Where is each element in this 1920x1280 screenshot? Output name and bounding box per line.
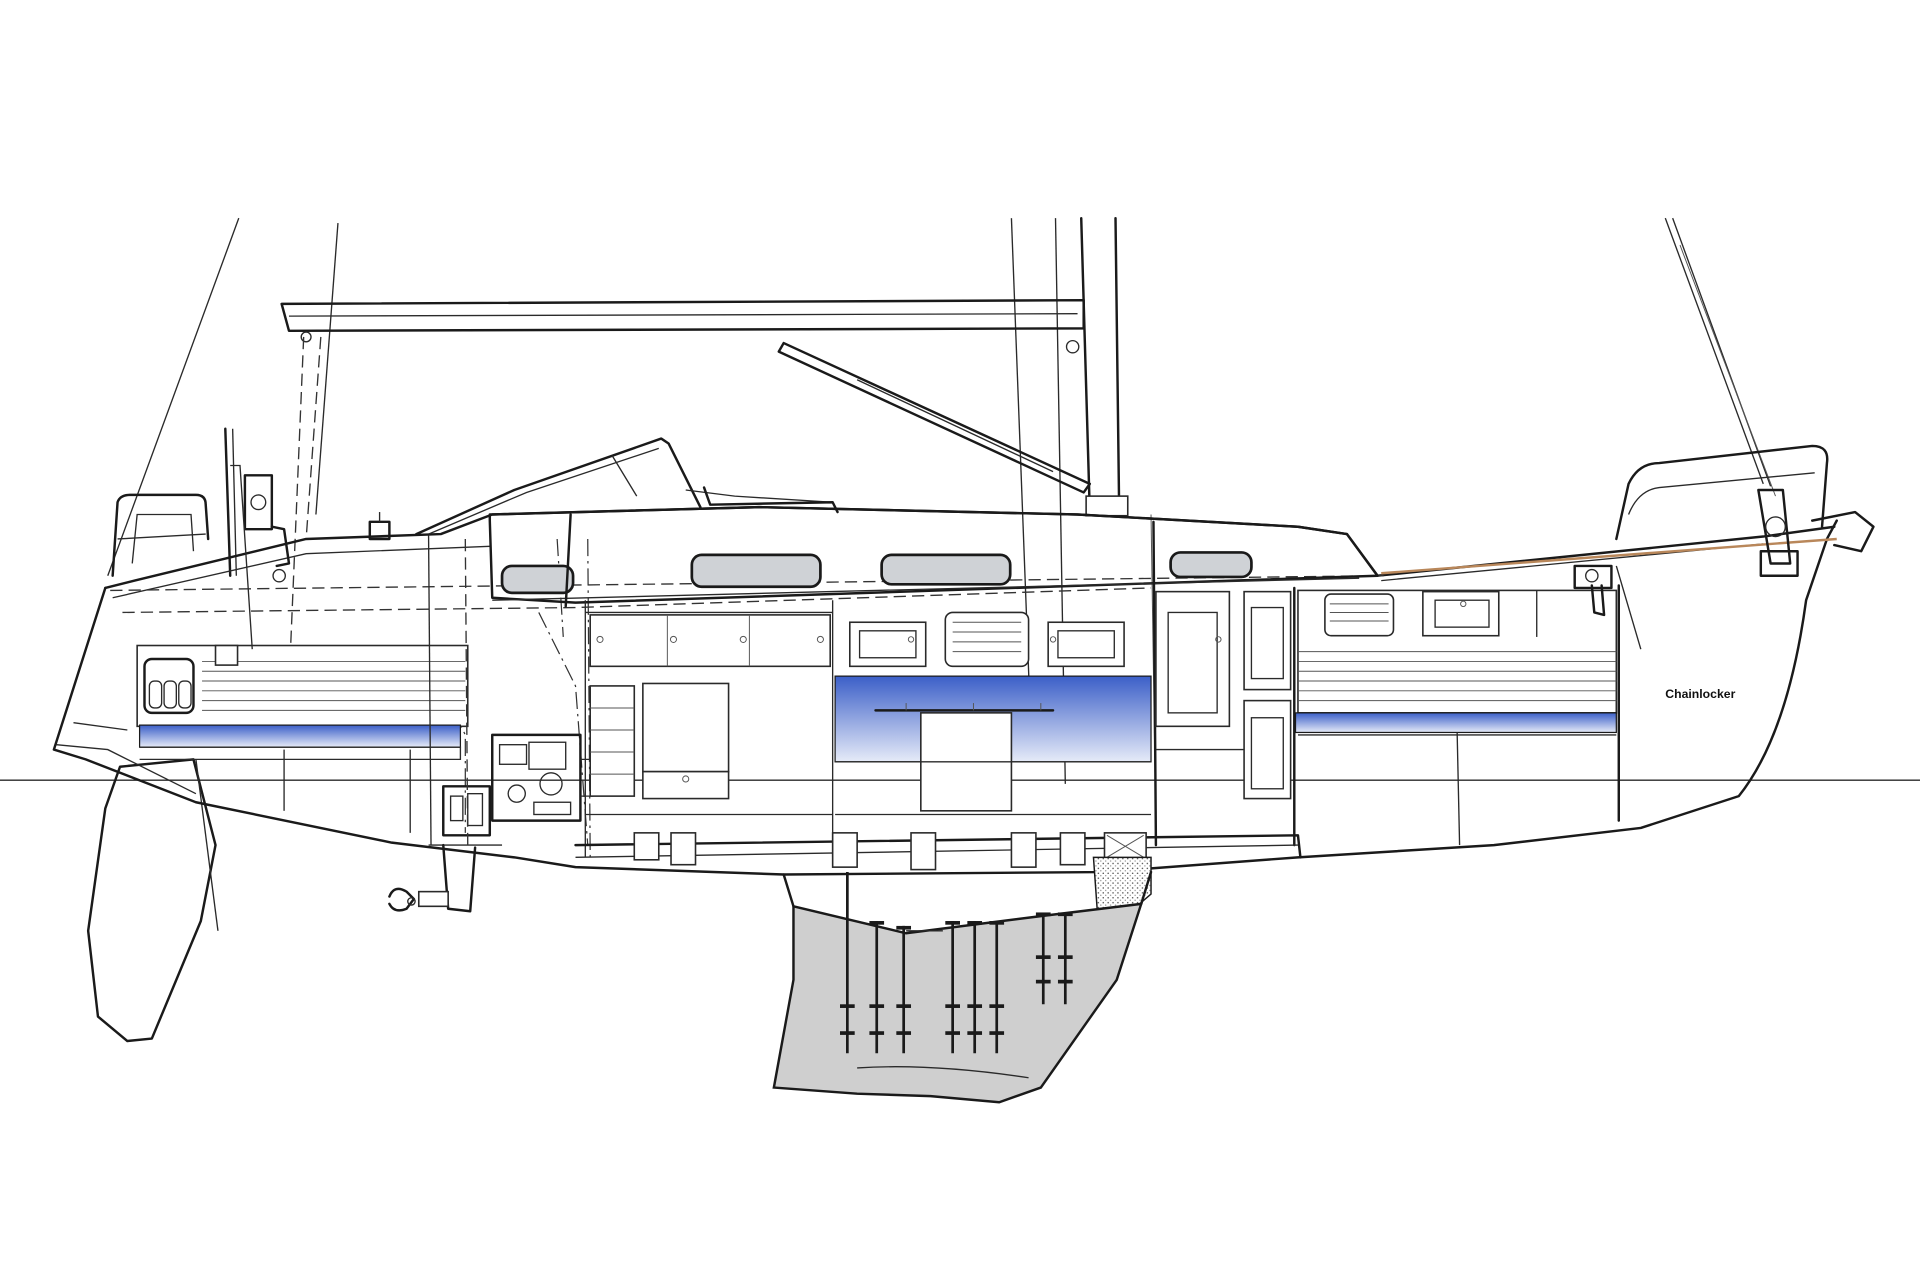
mainsheet-traveller <box>427 535 469 846</box>
boom <box>280 298 1085 354</box>
portlight-forward <box>1169 551 1253 579</box>
floor-frames <box>574 832 1302 871</box>
rudder <box>86 758 217 1043</box>
aft-cabin <box>136 644 469 833</box>
sprayhood <box>415 437 702 536</box>
diesel-engine-icon <box>428 733 594 846</box>
fore-cushion <box>1294 712 1617 734</box>
aft-cushion <box>138 724 462 748</box>
fore-cabin <box>1294 589 1618 846</box>
bow-pulpit <box>1615 444 1829 650</box>
heads <box>1155 590 1292 800</box>
furling-line <box>1381 537 1837 575</box>
portlight-saloon-2 <box>880 553 1012 586</box>
winch-icon <box>243 474 391 583</box>
saloon <box>834 611 1152 816</box>
portlight-saloon-1 <box>690 553 822 589</box>
vent-slats <box>952 621 1022 653</box>
coachroof <box>488 505 1379 604</box>
stern-pulpit <box>111 427 237 577</box>
propeller-icon <box>388 843 477 913</box>
windlass-icon <box>1573 564 1613 617</box>
fore-berth-slats <box>1297 651 1617 702</box>
keel <box>772 902 1143 1104</box>
aft-hatch <box>143 657 195 715</box>
hull <box>52 519 1838 876</box>
keel-bolts <box>840 872 1073 1054</box>
portlight-aft <box>500 564 575 595</box>
aft-berth-slats <box>202 660 466 711</box>
portlights <box>500 551 1253 595</box>
galley <box>585 611 833 816</box>
boom-vang <box>777 341 1092 494</box>
topping-lift-lines <box>288 336 322 686</box>
furling-drum <box>1757 488 1875 577</box>
chainlocker-label: Chainlocker <box>1665 687 1735 701</box>
deck-dashed-lines <box>110 538 1384 858</box>
cockpit-table <box>214 464 253 666</box>
